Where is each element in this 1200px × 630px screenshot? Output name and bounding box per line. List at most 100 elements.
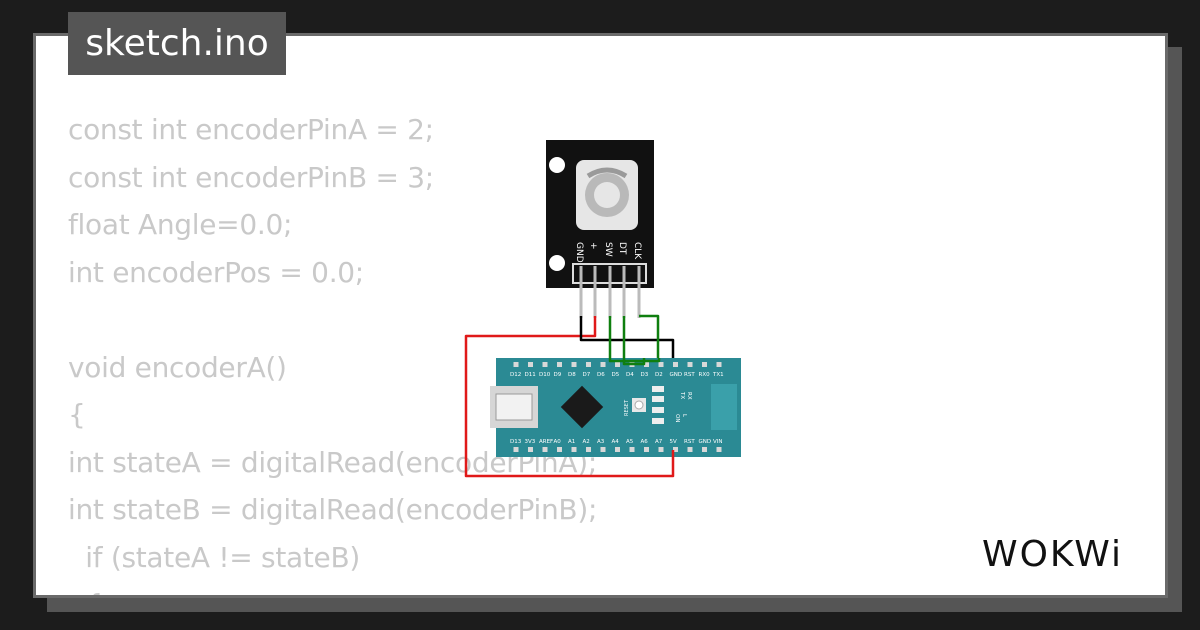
code-line: int encoderPos = 0.0; [68, 255, 364, 289]
nano-pin[interactable] [658, 362, 664, 367]
usb-port [495, 393, 533, 421]
reset-label: RESET [624, 399, 630, 416]
nano-side-label: ON [674, 414, 680, 422]
nano-pin[interactable] [513, 362, 519, 367]
encoder-knob-center [594, 182, 620, 208]
code-line: const int encoderPinA = 2; [68, 113, 434, 146]
icsp-header [711, 384, 737, 430]
nano-pin-label: D8 [568, 372, 576, 378]
nano-pin-label: GND [670, 372, 683, 378]
wokwi-logo: WOKWi [982, 534, 1123, 574]
nano-pin-label: D6 [597, 372, 605, 378]
nano-pin[interactable] [644, 362, 649, 367]
nano-pin-label: RST [684, 439, 695, 445]
nano-pin-label: A7 [655, 439, 663, 445]
nano-pin-label: D12 [510, 372, 521, 378]
code-line: if (stateA != stateB) [68, 540, 360, 574]
nano-pin[interactable] [687, 362, 693, 367]
nano-pin[interactable] [542, 362, 548, 367]
nano-pin[interactable] [629, 447, 635, 452]
nano-pin-label: A1 [568, 439, 575, 445]
code-line: { [68, 581, 597, 595]
nano-pin-label: D9 [554, 372, 562, 378]
nano-pin[interactable] [615, 362, 620, 367]
nano-pin-label: TX1 [712, 372, 724, 378]
encoder-mount-hole [549, 255, 565, 271]
wire-sw [608, 316, 661, 363]
nano-pin[interactable] [528, 447, 533, 452]
code-line: float Angle=0.0; [68, 208, 293, 241]
nano-pin-label: RST [684, 372, 695, 378]
wires [464, 314, 675, 478]
nano-pin[interactable] [673, 447, 678, 452]
nano-pin-label: D3 [641, 372, 649, 378]
nano-pin-label: 5V [670, 439, 677, 445]
nano-pin[interactable] [586, 362, 591, 367]
nano-pin-label: D4 [626, 372, 634, 378]
encoder-pin-label: DT [617, 242, 627, 255]
nano-pin[interactable] [702, 362, 707, 367]
nano-pin[interactable] [557, 447, 562, 452]
nano-pin[interactable] [600, 362, 606, 367]
wire-clk [639, 314, 660, 358]
nano-pin[interactable] [571, 447, 577, 452]
nano-pin-label: D2 [655, 372, 663, 378]
nano-pin[interactable] [557, 362, 562, 367]
nano-pin-label: 3V3 [525, 439, 536, 445]
code-preview: const int encoderPinA = 2; const int enco… [68, 106, 598, 595]
nano-side-label: RX [686, 392, 692, 400]
nano-side-label: L [681, 414, 687, 418]
nano-pin-label: VIN [713, 439, 723, 445]
nano-pin[interactable] [513, 447, 519, 452]
nano-pin-label: A0 [554, 439, 562, 445]
code-line: const int encoderPinB = 3; [68, 160, 434, 194]
wire-vcc-5v [464, 316, 675, 478]
nano-pin[interactable] [528, 362, 533, 367]
encoder-pin-label: + [588, 242, 598, 250]
filename-tab[interactable]: sketch.ino [68, 12, 286, 75]
nano-pin-label: D10 [539, 372, 551, 378]
nano-pin-label: A6 [641, 439, 649, 445]
encoder-mount-hole [549, 157, 565, 173]
nano-pin[interactable] [673, 362, 678, 367]
project-card: const int encoderPinA = 2; const int enco… [33, 33, 1168, 598]
nano-pin[interactable] [542, 447, 548, 452]
encoder-pin-label: GND [574, 242, 584, 263]
nano-pin[interactable] [586, 447, 591, 452]
nano-pin-label: GND [699, 439, 712, 445]
nano-pin-label: D13 [510, 439, 522, 445]
nano-pin[interactable] [702, 447, 707, 452]
nano-pin-label: D7 [583, 372, 591, 378]
nano-pin[interactable] [658, 447, 664, 452]
nano-pin-label: A3 [597, 439, 605, 445]
nano-pin-label: A2 [583, 439, 590, 445]
nano-pin[interactable] [600, 447, 606, 452]
nano-pin[interactable] [571, 362, 577, 367]
nano-side-label: TX [679, 391, 685, 399]
code-line: void encoderA() [68, 350, 287, 384]
code-line: { [68, 398, 86, 431]
encoder-pin-label: SW [603, 242, 613, 257]
wire-gnd [579, 316, 675, 358]
nano-pin-label: D11 [525, 372, 536, 378]
logo-text: WOKWi [982, 534, 1123, 574]
encoder-pins [579, 266, 641, 318]
nano-top-pins [513, 362, 722, 367]
nano-pin[interactable] [716, 362, 722, 367]
nano-pin-label: A5 [626, 439, 634, 445]
code-line: int stateB = digitalRead(encoderPinB); [68, 493, 598, 526]
nano-pin[interactable] [716, 447, 722, 452]
nano-pin[interactable] [687, 447, 693, 452]
wire-dt [622, 316, 646, 366]
nano-pin-label: A4 [612, 439, 620, 445]
nano-pin[interactable] [615, 447, 620, 452]
nano-bottom-pins [513, 447, 722, 452]
nano-pin[interactable] [644, 447, 649, 452]
